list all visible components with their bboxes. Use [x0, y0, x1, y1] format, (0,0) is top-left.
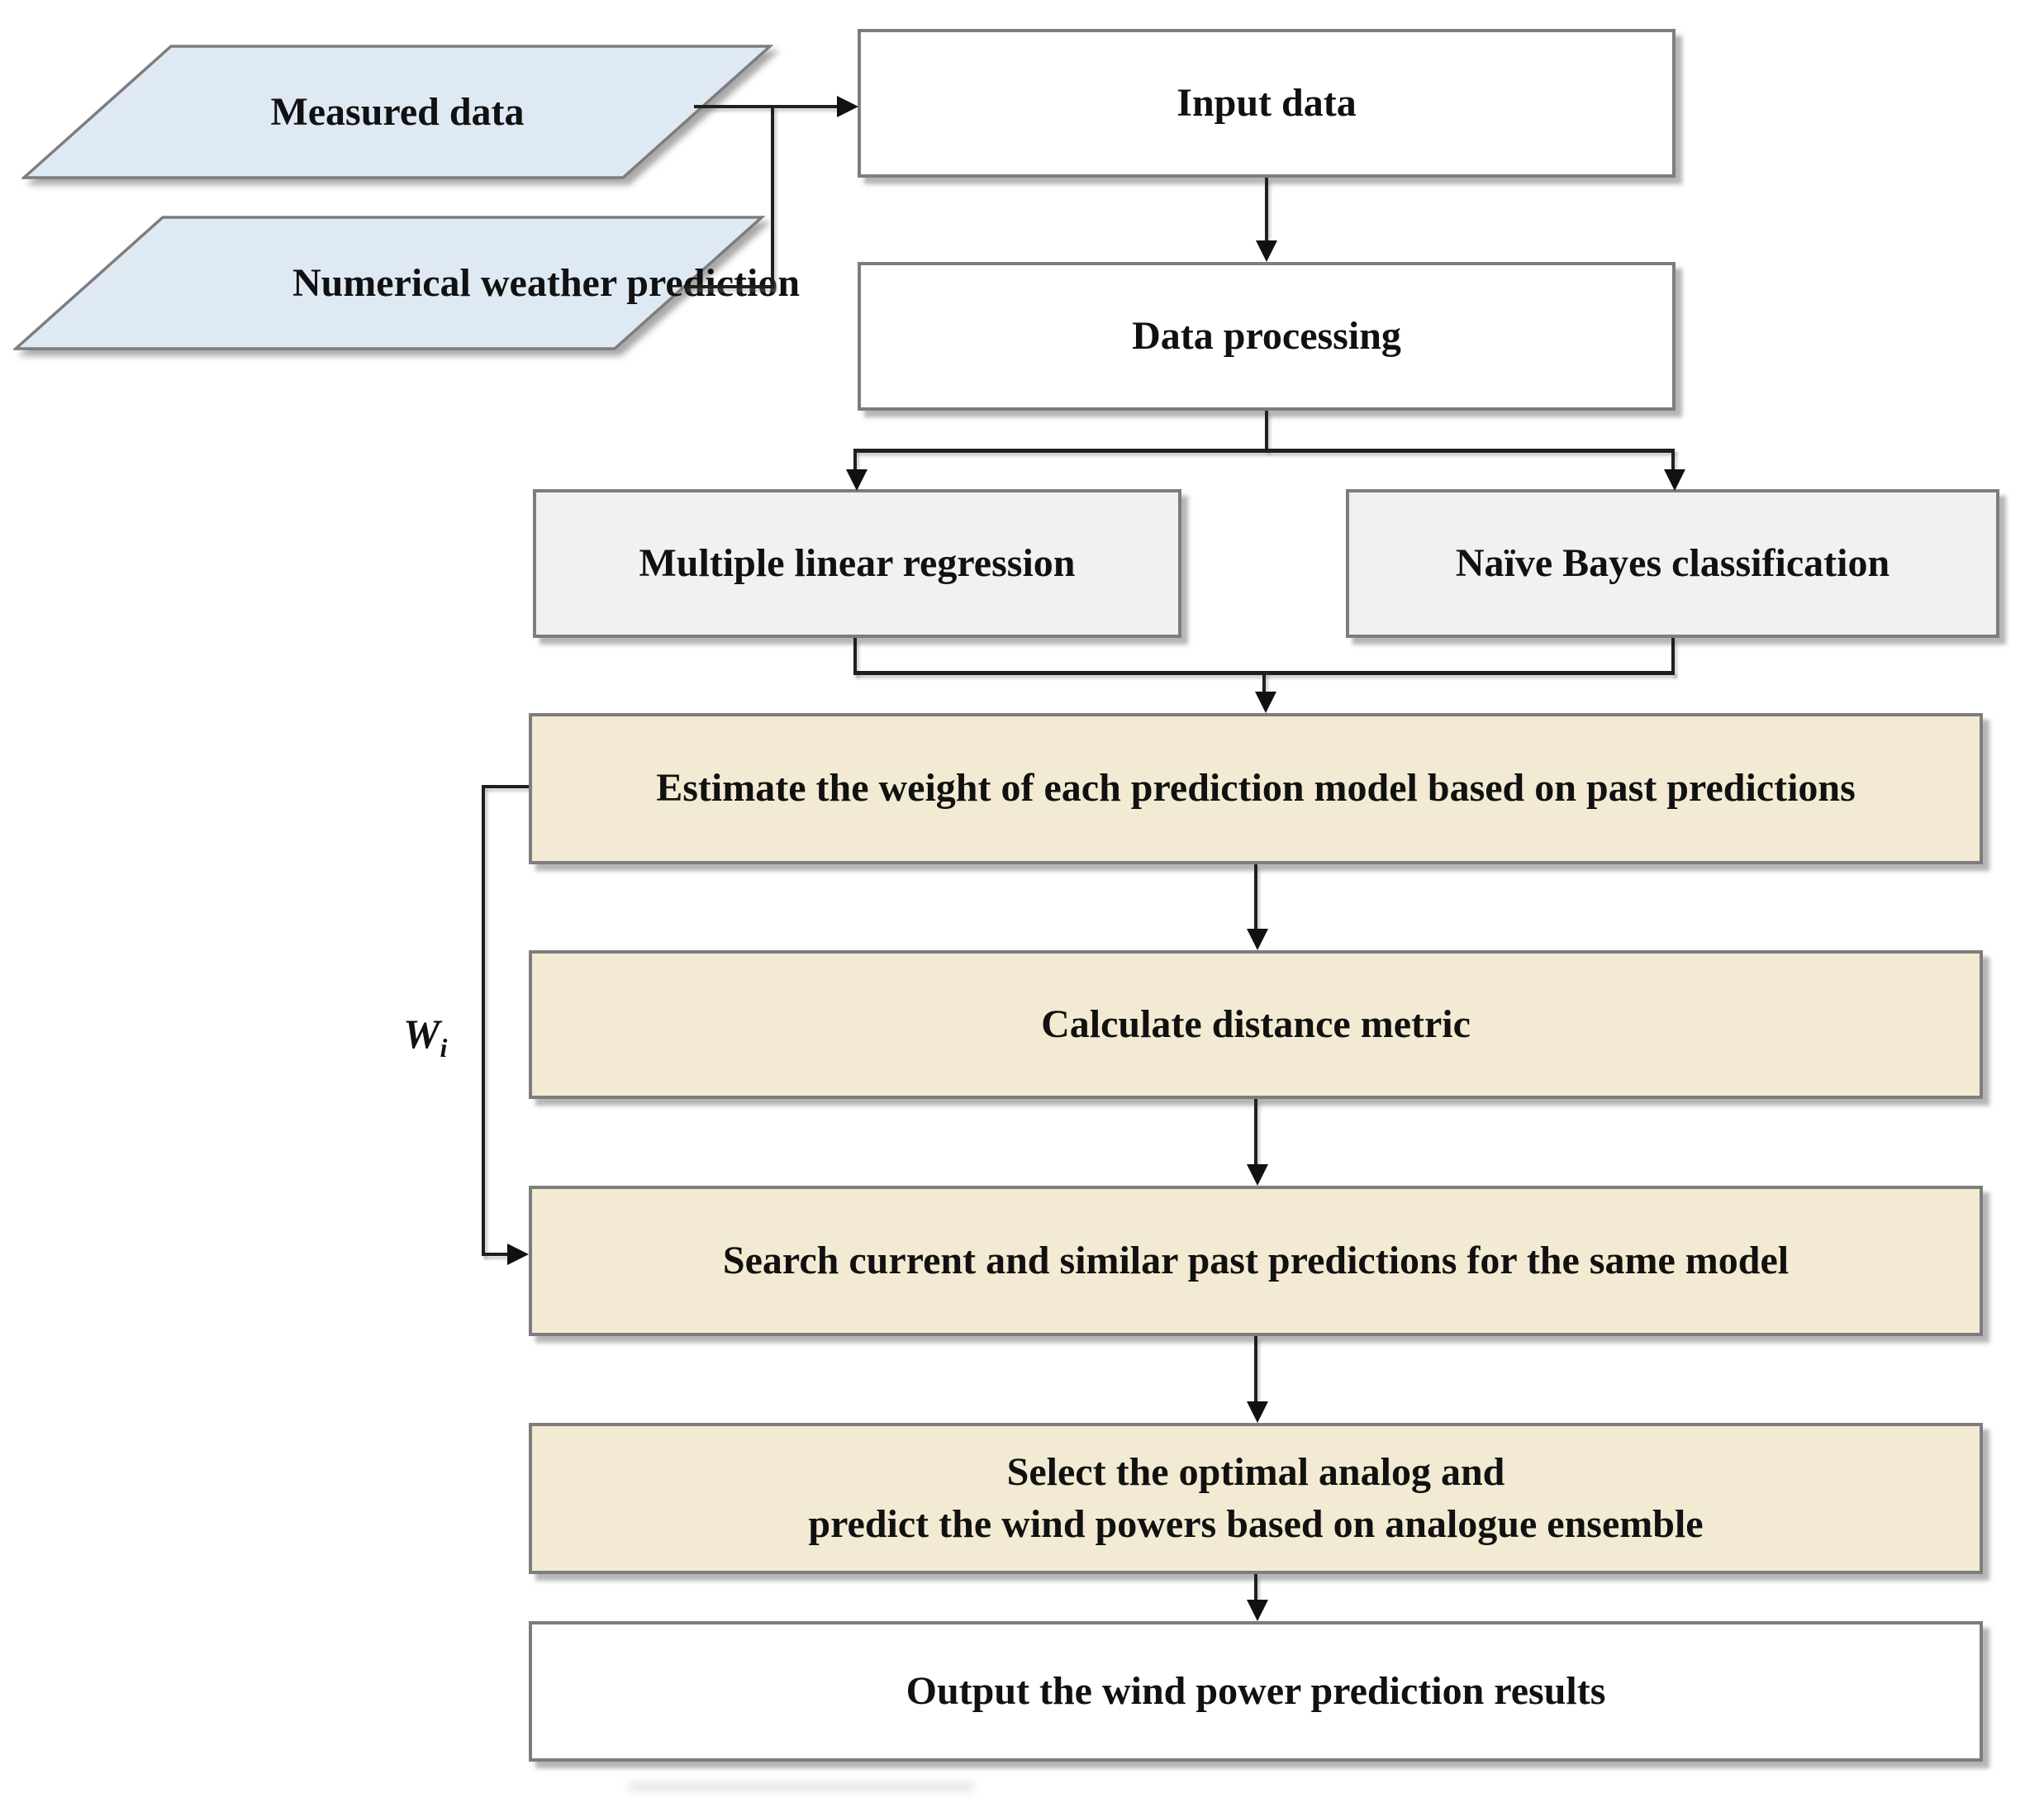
measured-data-label: Measured data [270, 90, 525, 135]
arrowhead-into-nbc [1664, 469, 1685, 491]
data-processing-label: Data processing [1132, 313, 1401, 358]
cropped-caption-artifact [628, 1781, 975, 1792]
arrowhead-into-select-analog [1247, 1401, 1268, 1423]
weight-annotation-base: W [403, 1011, 440, 1057]
measured-data-parallelogram: Measured data [20, 44, 774, 181]
naive-bayes-classification-label: Naïve Bayes classification [1455, 540, 1890, 585]
input-data-label: Input data [1176, 80, 1357, 125]
arrowhead-into-input-data [837, 96, 858, 117]
connector-measured-to-input [694, 105, 843, 108]
parallelogram-shape [12, 216, 766, 350]
weight-loop-vertical [482, 785, 485, 1256]
arrowhead-into-search-similar-left [507, 1244, 529, 1265]
estimate-weight-label: Estimate the weight of each prediction m… [656, 766, 1856, 811]
numerical-weather-parallelogram: Numerical weather prediction [12, 215, 800, 352]
weight-loop-bottom-segment [482, 1253, 512, 1256]
select-analog-box: Select the optimal analog and predict th… [529, 1423, 1983, 1574]
calculate-distance-label: Calculate distance metric [1041, 1001, 1471, 1046]
arrowhead-into-calculate-distance [1247, 929, 1268, 950]
connector-search-to-select [1254, 1336, 1257, 1403]
split-line [853, 449, 1675, 453]
connector-nwp-to-junction [684, 285, 774, 288]
weight-annotation: Wi [403, 1010, 447, 1063]
input-data-box: Input data [858, 29, 1676, 178]
data-processing-box: Data processing [858, 262, 1676, 411]
output-label: Output the wind power prediction results [906, 1668, 1606, 1713]
select-analog-label-line1: Select the optimal analog and [1006, 1450, 1505, 1495]
split-right-stub [1671, 449, 1675, 472]
arrowhead-into-mlr [846, 469, 868, 491]
connector-estimate-to-distance [1254, 864, 1257, 930]
connector-distance-to-search [1254, 1099, 1257, 1166]
naive-bayes-classification-box: Naïve Bayes classification [1346, 489, 1999, 638]
nbc-bottom-stub [1671, 638, 1675, 675]
calculate-distance-box: Calculate distance metric [529, 950, 1983, 1099]
arrowhead-into-estimate-weight [1255, 692, 1276, 713]
output-box: Output the wind power prediction results [529, 1621, 1983, 1762]
weight-loop-top-segment [482, 785, 529, 788]
weight-annotation-subscript: i [440, 1033, 448, 1063]
parallelogram-shape [20, 45, 774, 179]
arrowhead-into-data-processing [1256, 240, 1277, 262]
split-left-stub [853, 449, 857, 472]
multiple-linear-regression-box: Multiple linear regression [533, 489, 1181, 638]
numerical-weather-label: Numerical weather prediction [292, 261, 801, 306]
connector-processing-to-split [1265, 411, 1268, 452]
merge-center-drop [1262, 671, 1266, 694]
search-similar-label: Search current and similar past predicti… [722, 1238, 1790, 1282]
parallelogram-polygon [20, 45, 774, 179]
multiple-linear-regression-label: Multiple linear regression [639, 540, 1076, 585]
mlr-bottom-stub [853, 638, 857, 675]
connector-junction-vertical [771, 105, 774, 288]
parallelogram-polygon [12, 216, 766, 350]
search-similar-box: Search current and similar past predicti… [529, 1186, 1983, 1336]
estimate-weight-box: Estimate the weight of each prediction m… [529, 713, 1983, 864]
connector-input-to-processing [1265, 178, 1268, 244]
connector-select-to-output [1254, 1574, 1257, 1601]
select-analog-label-line2: predict the wind powers based on analogu… [808, 1501, 1704, 1546]
arrowhead-into-search-similar [1247, 1164, 1268, 1186]
arrowhead-into-output [1247, 1600, 1268, 1621]
